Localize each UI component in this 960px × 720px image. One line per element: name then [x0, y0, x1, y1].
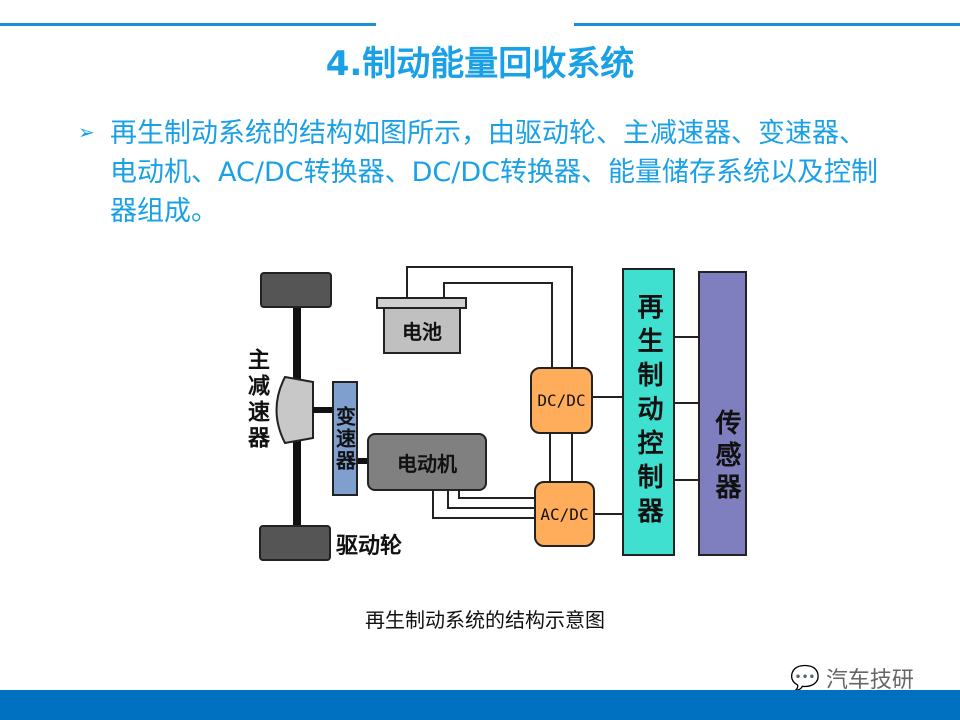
- top-line-left: [0, 23, 376, 26]
- final-drive-label: 主减速器: [244, 348, 269, 452]
- wheel-bottom: [259, 525, 331, 561]
- slide-title: 4.制动能量回收系统: [325, 44, 635, 84]
- final-drive-shape: [275, 375, 314, 445]
- figure-caption: 再生制动系统的结构示意图: [365, 608, 605, 632]
- watermark-text: 汽车技研: [825, 668, 914, 693]
- watermark: 💬 汽车技研: [790, 662, 914, 694]
- dcdc-converter: DC/DC: [530, 367, 593, 434]
- battery-box: 电池: [383, 307, 461, 354]
- gearbox-box: 变速器: [332, 381, 358, 496]
- arrow-bullet-icon: ➢: [78, 120, 95, 144]
- acdc-converter: AC/DC: [534, 481, 595, 547]
- wheel-top: [260, 272, 332, 308]
- regen-controller: 再生制动控制器: [622, 268, 675, 556]
- wechat-icon: 💬: [790, 664, 820, 692]
- drive-wheel-label: 驱动轮: [336, 534, 403, 559]
- footer-bar: [0, 690, 960, 720]
- motor-box: 电动机: [367, 433, 487, 491]
- top-line-right: [574, 23, 960, 26]
- body-paragraph: 再生制动系统的结构如图所示，由驱动轮、主减速器、变速器、电动机、AC/DC转换器…: [110, 118, 878, 227]
- sensor-box: 传感器: [698, 271, 747, 556]
